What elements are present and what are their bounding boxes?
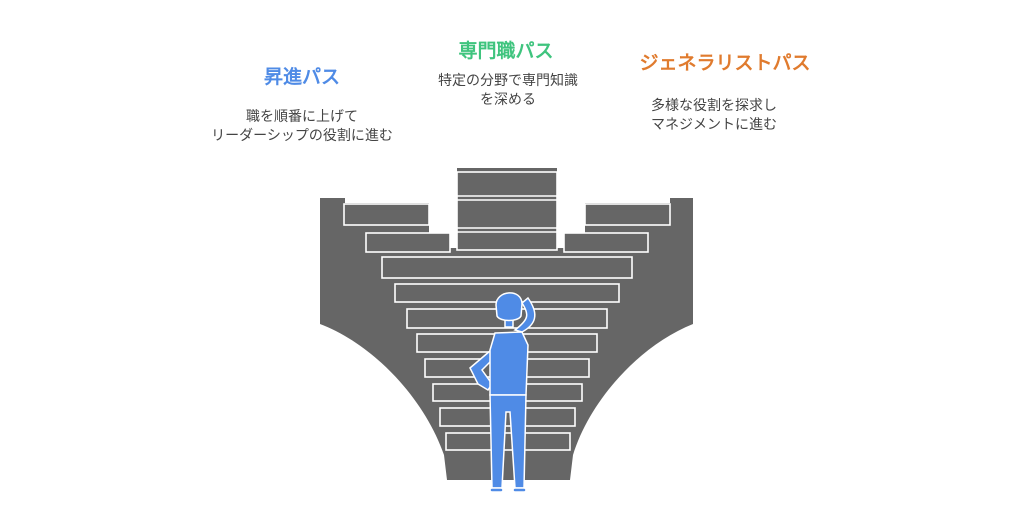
center-column	[456, 171, 558, 251]
right-ledge-2	[563, 232, 649, 253]
step	[447, 462, 567, 479]
description-line: 職を順番に上げて	[245, 109, 358, 125]
specialist-path-description: 特定の分野で専門知識 を深める	[438, 72, 578, 110]
step	[381, 256, 633, 279]
description-line: リーダーシップの役割に進む	[211, 128, 393, 144]
description-line: マネジメントに進む	[651, 117, 777, 133]
promotion-path-title: 昇進パス	[263, 66, 341, 88]
left-ledge-2	[365, 232, 451, 253]
generalist-path-title: ジェネラリストパス	[639, 52, 811, 74]
promotion-path-description: 職を順番に上げて リーダーシップの役割に進む	[211, 108, 393, 146]
specialist-path-title: 専門職パス	[458, 40, 554, 62]
description-line: を深める	[480, 92, 536, 108]
description-line: 多様な役割を探求し	[651, 98, 777, 114]
generalist-path-description: 多様な役割を探求し マネジメントに進む	[651, 97, 777, 135]
step	[445, 432, 571, 451]
left-ledge-1	[343, 203, 430, 226]
description-line: 特定の分野で専門知識	[438, 73, 578, 89]
right-ledge-1	[584, 203, 671, 226]
person-icon	[469, 292, 536, 493]
